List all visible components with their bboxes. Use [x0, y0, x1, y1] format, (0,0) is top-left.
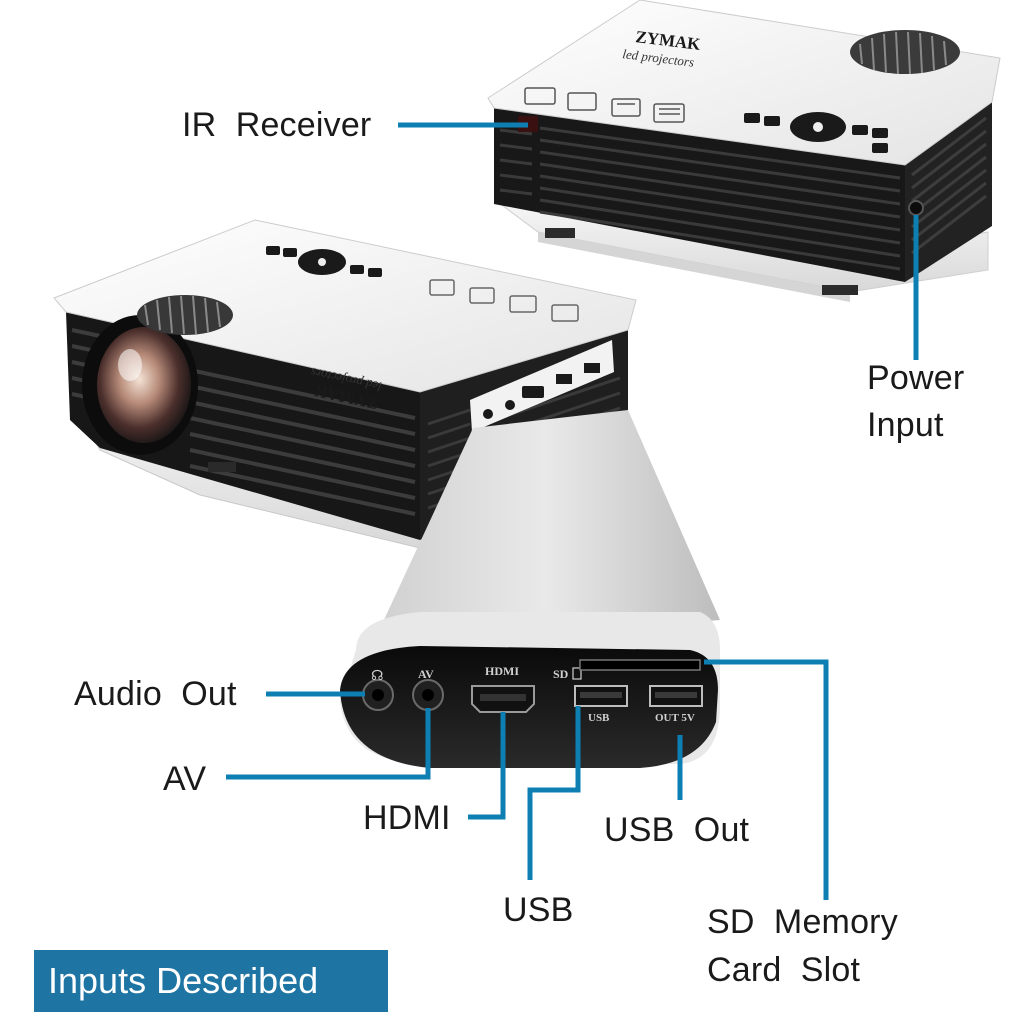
rear-control-buttons	[744, 112, 888, 153]
label-power-input-line2: Input	[867, 406, 944, 444]
sd-card-slot	[579, 659, 701, 671]
sd-card-icon	[572, 667, 582, 680]
usb-out-port: OUT 5V	[649, 685, 703, 724]
hdmi-port-label: HDMI	[485, 664, 519, 678]
label-ir-receiver: IR Receiver	[182, 106, 372, 144]
sd-port-label: SD	[553, 667, 569, 681]
label-sd-slot-line1: SD Memory	[707, 903, 898, 941]
audio-out-port: ☊	[362, 668, 394, 711]
projector-rear-view: ZYMAK led projectors	[487, 0, 1001, 302]
label-usb: USB	[503, 891, 574, 929]
usb-port-label: USB	[588, 712, 610, 724]
lens	[82, 315, 198, 455]
leader-hdmi	[468, 712, 506, 820]
rear-source-icons	[524, 87, 685, 123]
leader-lines	[226, 122, 919, 900]
label-audio-out: Audio Out	[74, 675, 237, 713]
hdmi-port: HDMI	[471, 664, 535, 713]
rear-focus-wheel	[850, 30, 960, 75]
front-control-buttons	[266, 246, 382, 277]
power-jack	[908, 200, 924, 216]
usb-port: USB	[574, 685, 628, 724]
label-sd-slot-line2: Card Slot	[707, 951, 861, 989]
label-power-input-line1: Power	[867, 359, 965, 397]
leader-sd-slot	[704, 659, 829, 900]
usb-out-port-label: OUT 5V	[655, 712, 695, 724]
front-vents	[71, 328, 416, 516]
front-source-icons	[429, 279, 579, 322]
rear-front-vents	[499, 126, 901, 271]
small-side-ports	[483, 363, 600, 419]
leader-av	[226, 708, 431, 780]
label-usb-out: USB Out	[604, 811, 750, 849]
label-hdmi: HDMI	[363, 799, 451, 837]
headphone-icon: ☊	[371, 668, 383, 684]
av-port-label: AV	[418, 667, 434, 681]
front-focus-wheel	[137, 295, 233, 335]
label-av: AV	[163, 760, 207, 798]
av-port: AV	[412, 667, 444, 711]
page-title: Inputs Described	[34, 950, 388, 1012]
leader-usb	[527, 706, 581, 880]
port-zoom-callout: ☊ AV HDMI SD USB OUT 5V	[340, 410, 720, 768]
